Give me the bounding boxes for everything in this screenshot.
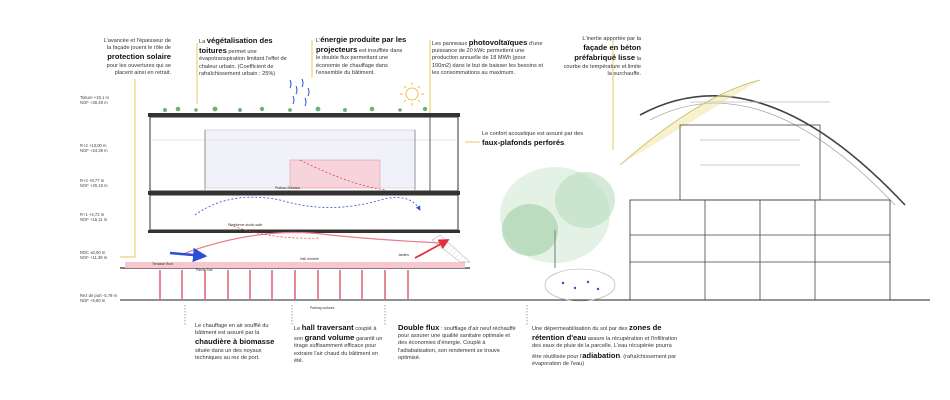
label-plateforme: Plateforme studio salle [228,223,263,227]
annotation-inertia: L'inertie apportée par la façade en béto… [561,36,641,78]
level-name: R+2 +8,77 m [80,178,105,183]
roof-bold: végétalisation des toitures [199,36,273,56]
acoustic-text-post: . [564,141,566,148]
level-ngf: NGF +20,16 m [80,183,108,189]
sun-icon [400,82,424,106]
inertia-bold: façade en béton préfabriqué lisse [574,43,641,63]
heating-text-post: située dans un des noyaux techniques au … [195,347,262,361]
label-plateau: Plateau Bureaux [275,186,301,190]
hall-text: Le [294,326,301,332]
leader-lines [120,40,614,258]
roof-text-post: permet une évapotranspiration limitant l… [199,49,287,77]
annotation-facade: L'avancée et l'épaisseur de la façade jo… [99,38,171,77]
level-ngf: NGF +5,60 m [80,298,106,304]
annotation-double-flux: Double flux : soufflage d'air neuf récha… [398,323,516,362]
hall-bold-2: grand volume [304,333,355,343]
level-r2: R+2 +8,77 m NGF +20,16 m [80,178,108,189]
label-hall: Hall d'entrée [300,257,319,261]
double-flux-text: : soufflage d'air neuf réchauffé pour as… [398,326,516,361]
ground-line [120,267,930,301]
level-rez-de-port: Rez de port -5,79 m NGF +5,60 m [80,293,117,304]
annotation-retention: Une dépermeabilisation du sol par des zo… [532,323,678,368]
inertia-text-post: la courbe de température et limite la su… [563,56,641,77]
retention-bold-2: adiabation [582,350,621,360]
heating-bold: chaudière à biomasse [195,337,275,347]
air-flows [169,159,450,263]
annotation-pv: Les panneaux photovoltaïques d'une puiss… [432,38,544,77]
label-terrasse: Terrasse Roof [152,262,174,266]
level-r2-upper: R+2 +13,00 m NGF +24,39 m [80,143,108,154]
label-jardin: Jardins [398,253,409,257]
level-name: Rez de port -5,79 m [80,293,118,298]
level-name: R+2 +13,00 m [80,143,107,148]
energy-bold: énergie produite par les projecteurs [316,35,407,55]
pv-text: Les panneaux [432,41,468,47]
roof-text: La [199,39,206,45]
annotation-acoustic: Le confort acoustique est assuré par des… [482,131,592,148]
double-flux-bold: Double flux [398,323,440,332]
level-name: R+1 +4,72 m [80,212,105,217]
energy-text-post: est insufflée dans le double flux permet… [316,48,403,76]
facade-text-post: pour les ouvertures qui se placent ainsi… [106,62,171,76]
annotation-hall: Le hall traversant couplé à son grand vo… [294,323,386,365]
inertia-text: L'inertie apportée par la [582,36,641,42]
retention-text-post: . (rafraîchissement par évaporation de l… [532,353,677,367]
level-ngf: NGF +16,11 m [80,217,108,223]
annotation-energy: L'énergie produite par les projecteurs e… [316,35,408,77]
acoustic-text: Le confort acoustique est assuré par des [482,131,584,137]
hall-text-post: garantit un tirage suffisamment efficace… [294,336,383,364]
hall-text-mid: couplé à son [294,326,377,343]
level-name: RDC ±0,00 m [80,250,106,255]
pv-text-post: d'une puissance de 20 kWc permettent une… [432,41,544,76]
rain-drops [289,78,310,107]
annotation-roof: La végétalisation des toitures permet un… [199,36,295,78]
retention-text-mid: assure la récupération et l'infiltration… [532,336,678,360]
level-rdc: RDC ±0,00 m NGF +11,39 m [80,250,107,261]
arched-hall-section [619,79,906,301]
garden-trees [500,167,616,302]
hall-bold: hall traversant [301,323,354,332]
acoustic-bold: faux-plafonds perforés [482,138,565,148]
label-parvis: Parvis Sud [196,268,213,272]
label-parking: Parking voitures [310,306,335,310]
leader-lines-dark [184,305,528,325]
level-toiture: Toiture +19,1 m NGF +30,49 m [80,95,109,106]
facade-bold: protection solaire [107,52,171,62]
retention-text: Une dépermeabilisation du sol par des [532,326,628,332]
green-roof [163,106,428,112]
pilotis [159,270,409,300]
level-ngf: NGF +30,49 m [80,100,108,106]
heating-text: Le chauffage en air soufflé du bâtiment … [195,323,269,337]
level-ngf: NGF +24,39 m [80,148,108,154]
retention-bold: zones de rétention d'eau [532,323,662,343]
level-ngf: NGF +11,39 m [80,255,108,261]
level-r1: R+1 +4,72 m NGF +16,11 m [80,212,107,223]
facade-text: L'avancée et l'épaisseur de la façade jo… [103,38,171,52]
pv-bold: photovoltaïques [468,38,528,47]
annotation-heating: Le chauffage en air soufflé du bâtiment … [195,323,285,362]
energy-text: L' [316,38,321,44]
level-name: Toiture +19,1 m [80,95,109,100]
main-building-section [125,113,471,300]
